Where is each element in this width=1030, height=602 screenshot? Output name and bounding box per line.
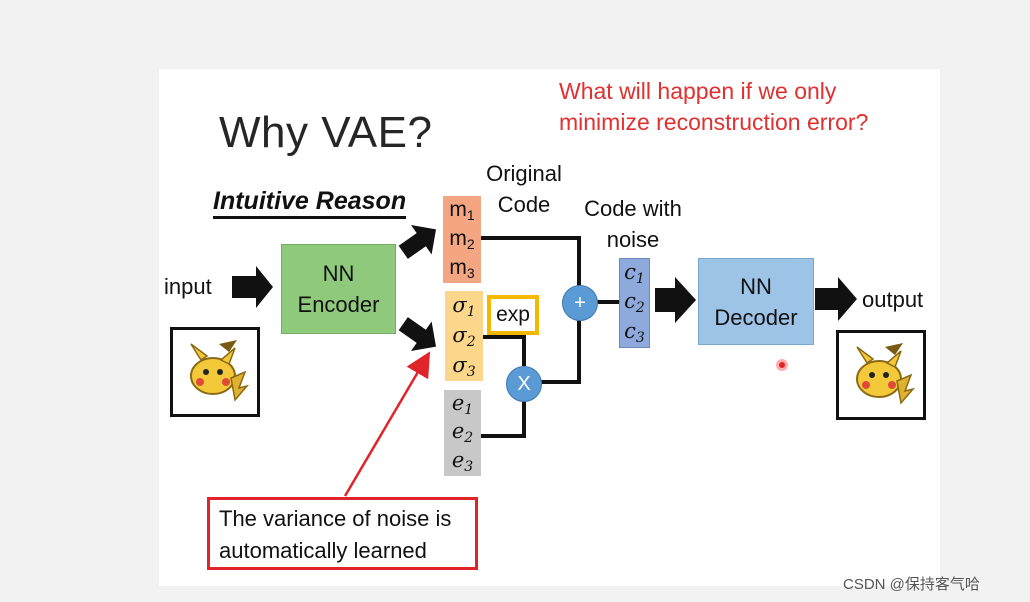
vector-entry: m1 xyxy=(449,198,475,223)
note-line: automatically learned xyxy=(219,538,427,563)
noise-code-line: noise xyxy=(606,227,660,252)
sigma-vector: σ1 σ2 σ3 xyxy=(445,291,483,381)
multiply-operator: X xyxy=(506,366,542,402)
noise-code-label: Code with noise xyxy=(577,193,689,255)
vector-entry: e1 xyxy=(451,390,474,418)
watermark: CSDN @保持客气哈 xyxy=(843,576,980,593)
plus-operator: + xyxy=(562,285,598,321)
slide-title: Why VAE? xyxy=(219,108,433,157)
original-code-line: Original xyxy=(486,161,562,186)
nn-decoder-box: NN Decoder xyxy=(698,258,814,345)
output-label: output xyxy=(862,287,924,312)
slide-subtitle: Intuitive Reason xyxy=(213,187,407,219)
question-text: What will happen if we only minimize rec… xyxy=(559,76,868,138)
nn-encoder-box: NN Encoder xyxy=(281,244,396,334)
vector-entry: σ1 xyxy=(452,292,476,320)
vector-entry: c1 xyxy=(624,260,645,288)
variance-note-box: The variance of noise is automatically l… xyxy=(207,497,478,570)
encoder-line: Encoder xyxy=(297,292,380,317)
sigma-to-times-line xyxy=(483,335,526,366)
vector-entry: e2 xyxy=(451,419,474,447)
vector-entry: c3 xyxy=(624,318,645,346)
vector-entry: σ3 xyxy=(452,352,476,380)
laser-pointer-icon xyxy=(776,359,788,371)
pikachu-icon xyxy=(856,343,916,405)
vector-entry: m2 xyxy=(449,227,475,252)
question-line: What will happen if we only xyxy=(559,78,837,104)
mean-vector: m1 m2 m3 xyxy=(443,196,481,283)
m-to-plus-line xyxy=(481,236,581,288)
note-line: The variance of noise is xyxy=(219,506,452,531)
input-label: input xyxy=(164,274,212,299)
decoder-line: NN xyxy=(740,273,772,299)
times-to-plus-line xyxy=(540,320,581,384)
noise-vector: e1 e2 e3 xyxy=(444,390,481,476)
pikachu-icon xyxy=(190,340,250,402)
pikachu-output-image xyxy=(836,330,926,420)
noise-code-line: Code with xyxy=(584,196,682,221)
exp-box: exp xyxy=(487,295,539,335)
vector-entry: σ2 xyxy=(452,322,476,350)
code-with-noise-vector: c1 c2 c3 xyxy=(619,258,650,348)
pikachu-input-image xyxy=(170,327,260,417)
encoder-line: NN xyxy=(322,261,355,286)
vector-entry: c2 xyxy=(624,289,645,317)
decoder-line: Decoder xyxy=(714,304,798,330)
vector-entry: e3 xyxy=(451,448,474,476)
original-code-label: Original Code xyxy=(480,158,568,220)
vector-entry: m3 xyxy=(449,256,475,281)
note-pointer-arrow xyxy=(343,351,431,497)
original-code-line: Code xyxy=(497,192,551,217)
e-to-times-line xyxy=(481,400,526,438)
question-line: minimize reconstruction error? xyxy=(559,109,869,135)
arrow-icon xyxy=(232,224,857,352)
